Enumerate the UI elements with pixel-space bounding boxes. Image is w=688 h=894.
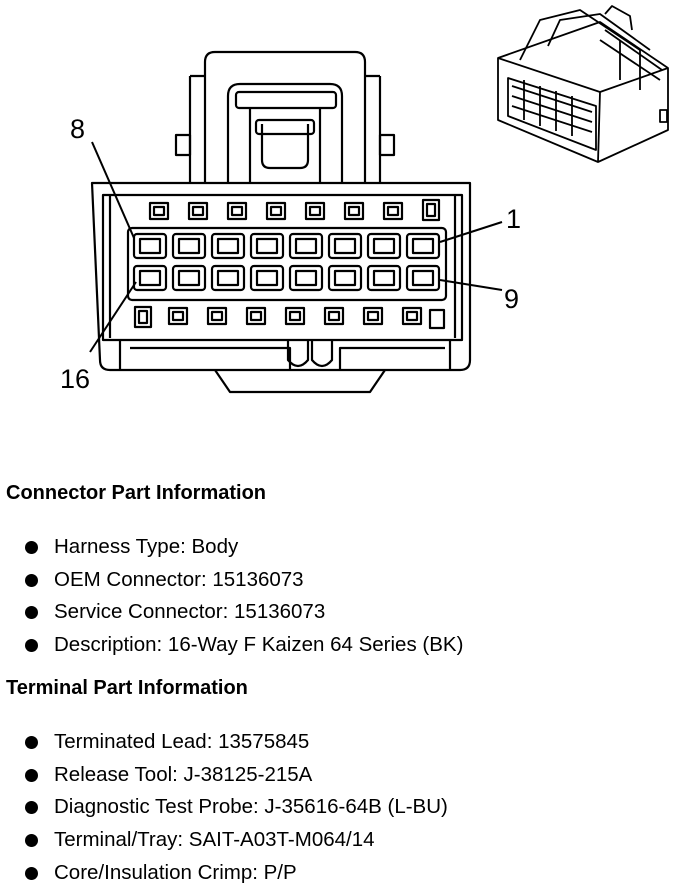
list-item: Harness Type: Body [22, 532, 463, 565]
bullet-icon [25, 541, 38, 554]
connector-part-info-heading: Connector Part Information [6, 482, 267, 504]
pin-label-8: 8 [70, 114, 85, 144]
connector-latch [174, 50, 396, 183]
connector-diagram: 8 1 9 16 [60, 5, 669, 394]
pin-row-9-16 [132, 264, 441, 292]
bullet-icon [25, 866, 38, 880]
bullet-icon [25, 639, 38, 653]
list-item: Service Connector: 15136073 [22, 597, 463, 630]
pin-row-1-8 [132, 232, 441, 260]
bullet-icon [25, 768, 38, 782]
bullet-icon [25, 801, 38, 815]
list-item-text: Terminal/Tray: SAIT-A03T-M064/14 [54, 828, 375, 852]
terminal-part-info-heading: Terminal Part Information [6, 677, 248, 699]
connector-body [90, 181, 472, 394]
list-item: Terminated Lead: 13575845 [22, 727, 448, 760]
list-item-text: OEM Connector: 15136073 [54, 567, 304, 591]
list-item: Release Tool: J-38125-215A [22, 760, 448, 793]
list-item: Diagnostic Test Probe: J-35616-64B (L-BU… [22, 792, 448, 825]
bullet-icon [25, 736, 38, 749]
bullet-icon [25, 573, 38, 587]
list-item-text: Release Tool: J-38125-215A [54, 762, 313, 786]
bottom-lock-row [133, 305, 446, 330]
list-item-text: Diagnostic Test Probe: J-35616-64B (L-BU… [54, 795, 448, 819]
pin-label-1: 1 [506, 204, 521, 234]
list-item: Terminal/Tray: SAIT-A03T-M064/14 [22, 825, 448, 858]
pin-leader-lines [89, 141, 503, 353]
list-item: Description: 16-Way F Kaizen 64 Series (… [22, 630, 463, 663]
list-item-text: Description: 16-Way F Kaizen 64 Series (… [54, 633, 464, 657]
bullet-icon [25, 606, 38, 620]
list-item: OEM Connector: 15136073 [22, 565, 463, 598]
list-item-text: Harness Type: Body [54, 535, 239, 558]
terminal-part-info-list: Terminated Lead: 13575845 Release Tool: … [22, 727, 448, 890]
list-item-text: Terminated Lead: 13575845 [54, 730, 310, 753]
bullet-icon [25, 834, 38, 848]
pin-label-9: 9 [504, 284, 519, 314]
connector-part-info-list: Harness Type: Body OEM Connector: 151360… [22, 532, 463, 663]
list-item-text: Service Connector: 15136073 [54, 600, 326, 624]
list-item-text: Core/Insulation Crimp: P/P [54, 860, 297, 884]
connector-isometric-view [497, 5, 669, 163]
list-item: Core/Insulation Crimp: P/P [22, 858, 448, 891]
pin-label-16: 16 [60, 364, 90, 394]
top-lock-row [148, 198, 441, 222]
